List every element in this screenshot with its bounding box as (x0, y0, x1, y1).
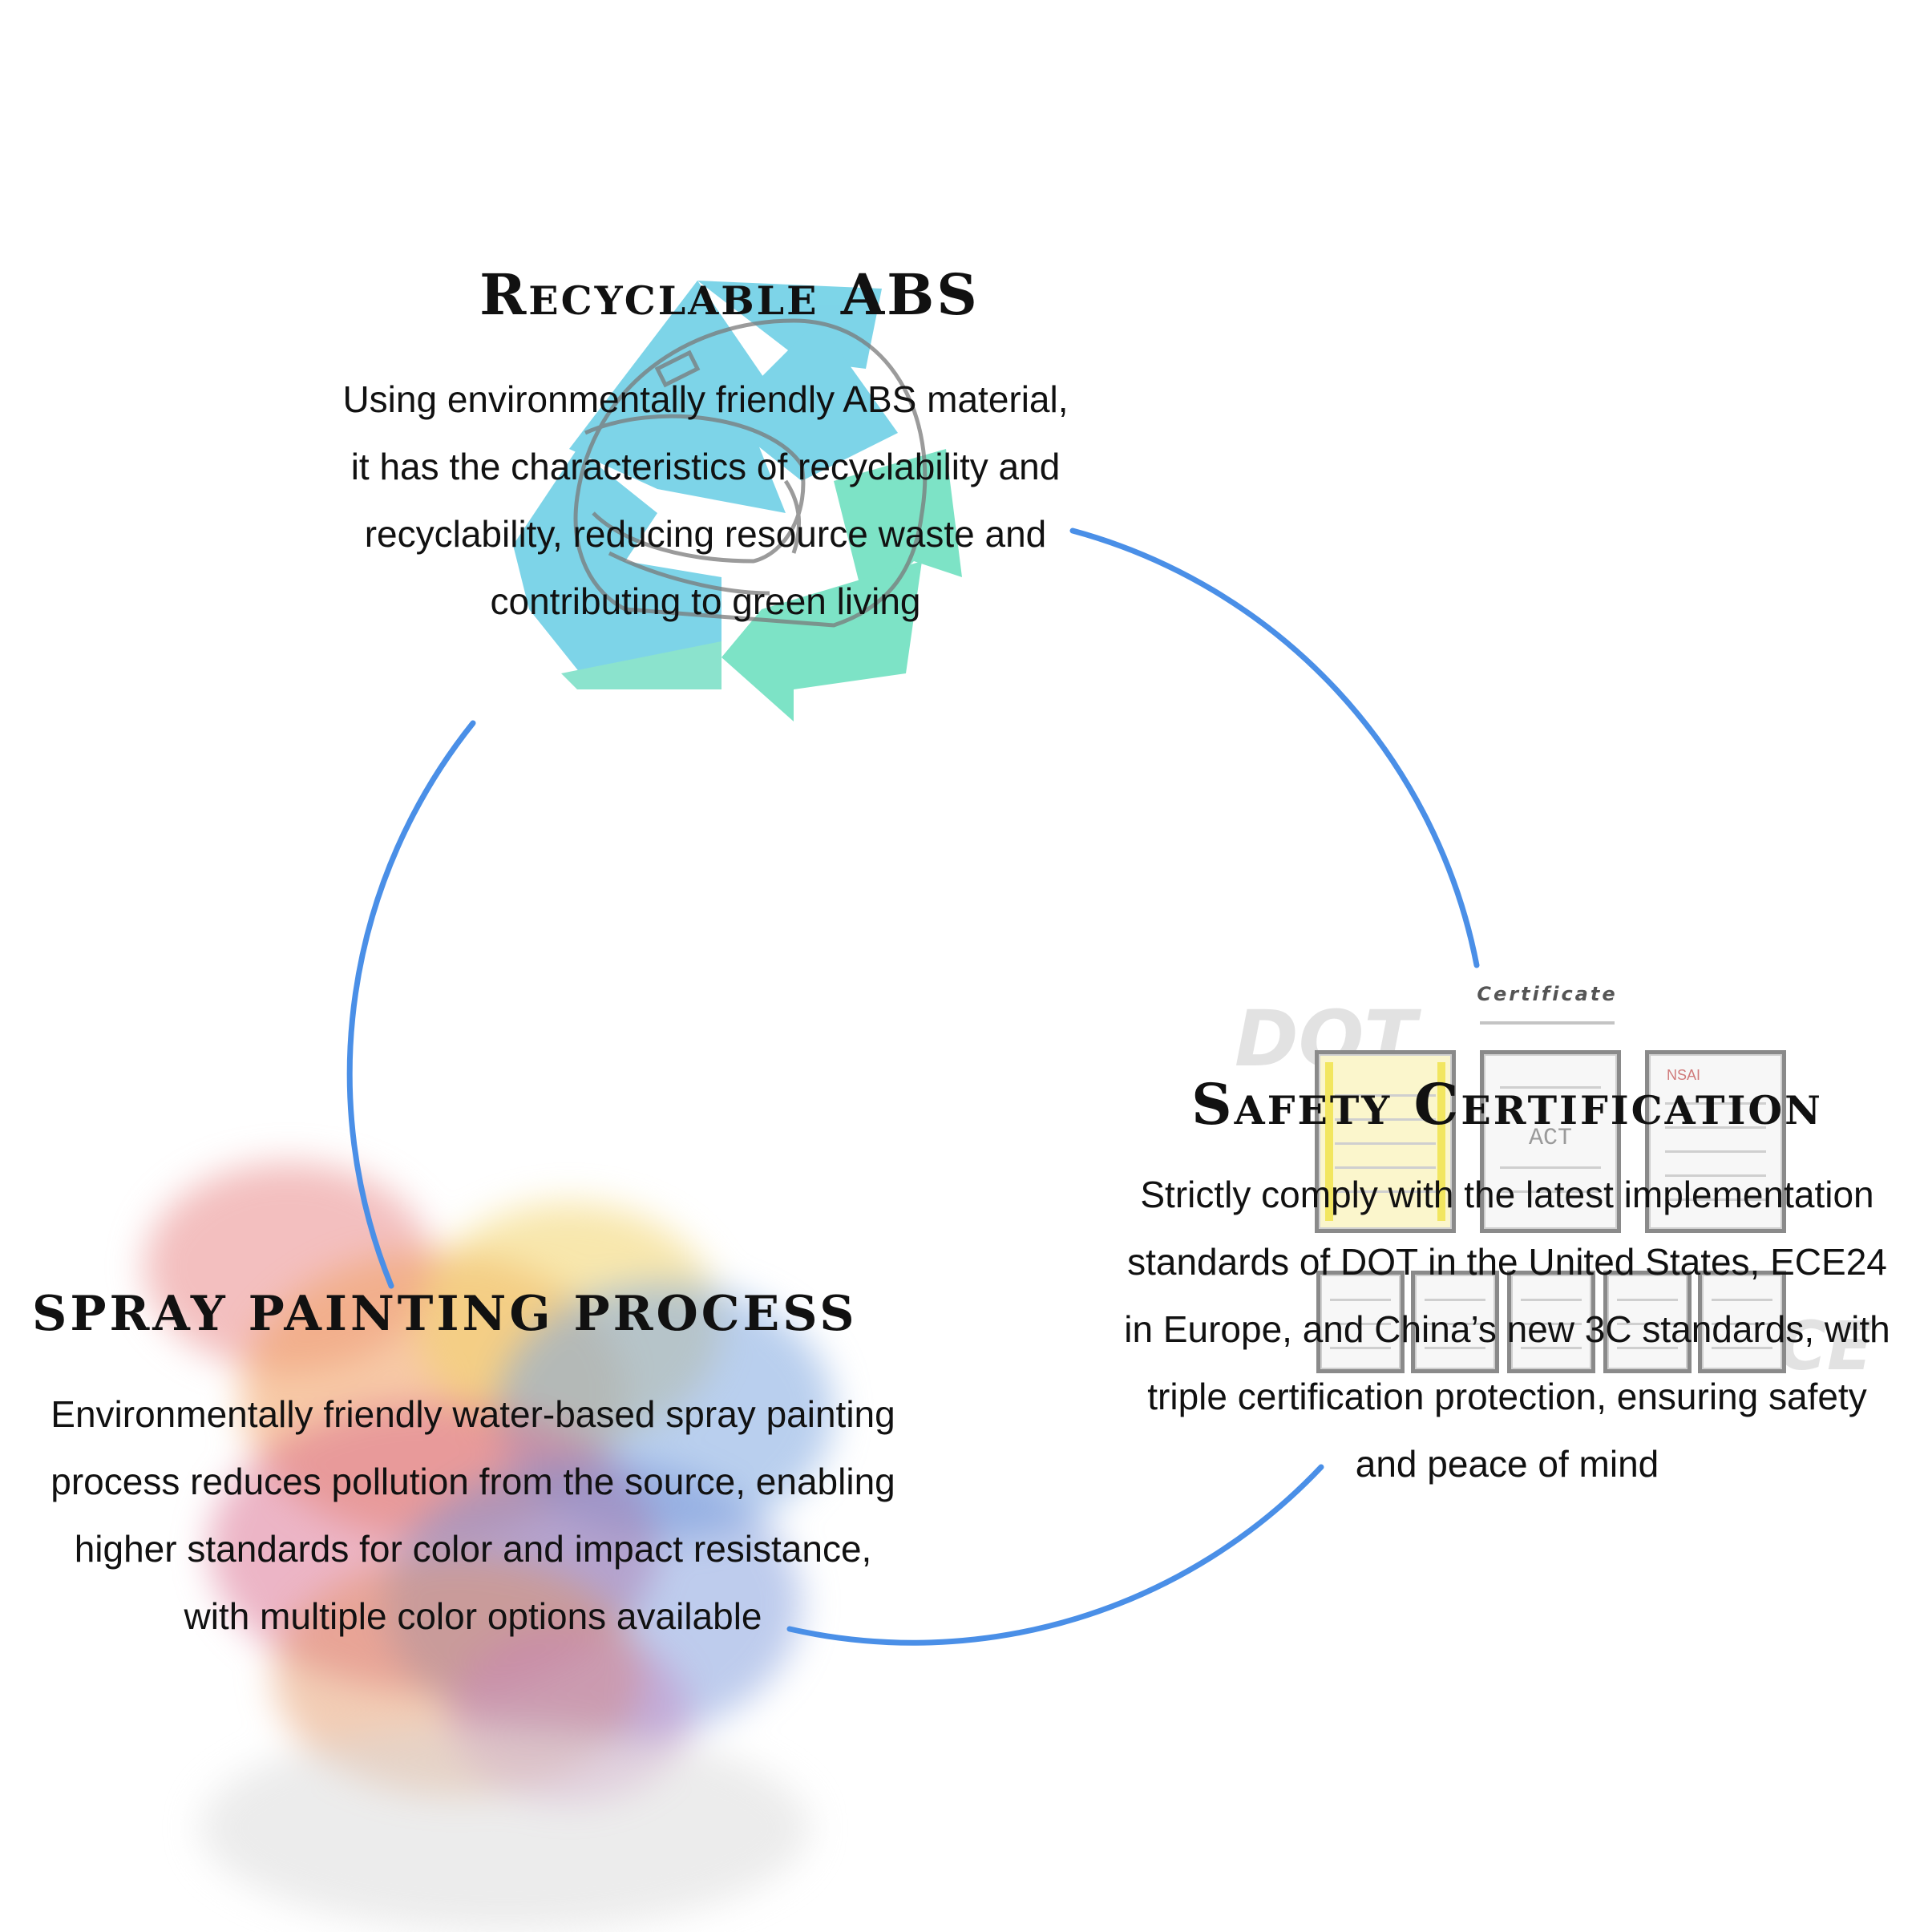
certificate-small-4 (1603, 1271, 1692, 1373)
certificate-header-rule (1480, 1021, 1615, 1025)
certificate-small-3 (1507, 1271, 1595, 1373)
certificate-small-2 (1411, 1271, 1499, 1373)
certificate-small-5 (1698, 1271, 1786, 1373)
certificate-act: ACT (1480, 1050, 1621, 1233)
arc-top-right (1069, 527, 1480, 968)
certificate-nsai: NSAI (1645, 1050, 1786, 1233)
section-title: spray painting process (32, 1286, 858, 1342)
section-description: Environmentally friendly water-based spr… (51, 1393, 895, 1637)
certificate-header: Certificate (1477, 983, 1618, 1005)
section-description: Strictly comply with the latest implemen… (1124, 1174, 1890, 1485)
helmet-illustration (573, 318, 928, 628)
arc-left (346, 720, 476, 1289)
section-title: Safety Certification (1191, 1071, 1823, 1138)
nsai-logo: NSAI (1667, 1067, 1701, 1083)
act-logo: ACT (1528, 1125, 1572, 1152)
certificate-small-1 (1316, 1271, 1405, 1373)
section-description: Using environmentally friendly ABS mater… (342, 378, 1069, 622)
section-title: Recyclable ABS (479, 261, 980, 328)
certificate-dot (1315, 1050, 1456, 1233)
arc-bottom-right (786, 1464, 1324, 1646)
